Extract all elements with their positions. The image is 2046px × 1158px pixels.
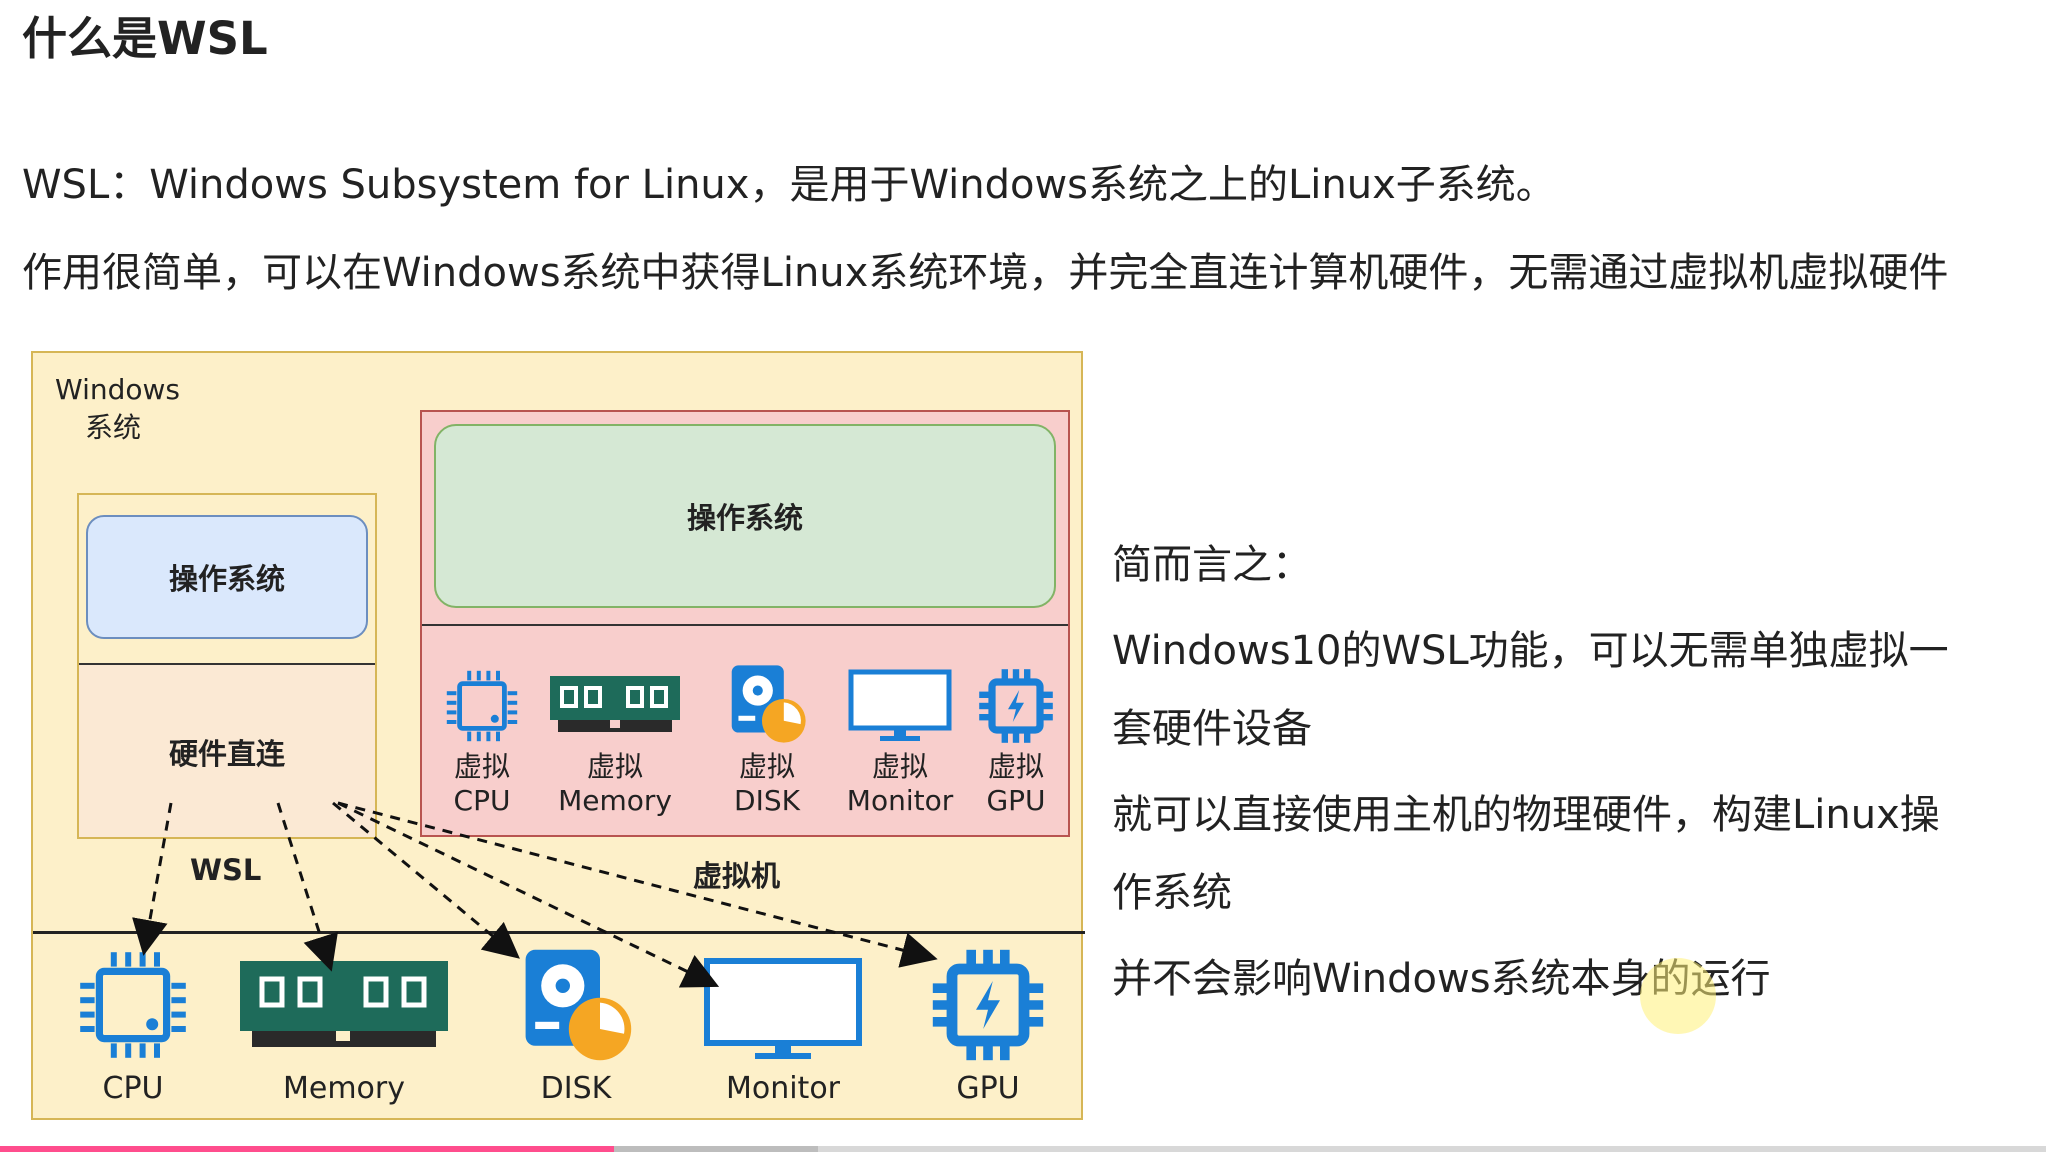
windows-system-box: Windows 系统 操作系统 硬件直连 WSL 操作系统 xyxy=(31,351,1085,1120)
disk-icon xyxy=(525,949,632,1061)
page-title: 什么是WSL xyxy=(22,12,268,65)
virtual-monitor-label-line2: Monitor xyxy=(846,784,954,817)
disk-icon xyxy=(731,665,806,743)
summary-line4: 作系统 xyxy=(1112,870,1232,916)
virtual-memory-label-line1: 虚拟 xyxy=(586,750,643,783)
wsl-os-section: 操作系统 xyxy=(79,495,375,665)
monitor-icon xyxy=(704,958,862,1059)
windows-system-label: Windows 系统 xyxy=(55,371,180,447)
wsl-box: 操作系统 硬件直连 xyxy=(77,493,377,839)
virtual-cpu-label-line2: CPU xyxy=(453,784,511,817)
virtual-gpu: 虚拟 GPU xyxy=(956,666,1076,818)
arrow-to-disk xyxy=(332,801,520,959)
vm-os-box: 操作系统 xyxy=(434,424,1056,608)
gpu-icon xyxy=(932,949,1044,1061)
cursor-highlight xyxy=(1640,958,1716,1034)
hardware-disk-label: DISK xyxy=(540,1071,612,1106)
virtual-memory: 虚拟 Memory xyxy=(540,666,690,818)
virtual-disk-label-line2: DISK xyxy=(734,784,800,817)
virtual-machine-box: 操作系统 虚拟 CPU xyxy=(420,410,1070,837)
virtual-cpu: 虚拟 CPU xyxy=(422,666,542,818)
virtual-monitor: 虚拟 Monitor xyxy=(830,666,970,818)
wsl-label: WSL xyxy=(190,853,262,887)
hardware-gpu: GPU xyxy=(928,945,1048,1106)
video-progress-fill xyxy=(0,1146,614,1152)
arrow-to-monitor xyxy=(337,801,720,988)
summary-line5: 并不会影响Windows系统本身的运行 xyxy=(1112,956,1771,1002)
memory-icon xyxy=(550,676,680,732)
cpu-icon xyxy=(80,952,186,1058)
hardware-memory: Memory xyxy=(238,945,450,1106)
virtual-gpu-label-line1: 虚拟 xyxy=(987,750,1044,783)
virtual-gpu-label-line2: GPU xyxy=(986,784,1046,817)
summary-section: 简而言之： Windows10的WSL功能，可以无需单独虚拟一 套硬件设备 就可… xyxy=(1112,526,2012,1018)
virtual-monitor-label-line1: 虚拟 xyxy=(871,750,928,783)
summary-heading: 简而言之： xyxy=(1112,542,1312,588)
hardware-monitor-label: Monitor xyxy=(725,1071,841,1106)
virtual-machine-label: 虚拟机 xyxy=(693,859,781,893)
vm-os-section: 操作系统 xyxy=(422,412,1068,626)
wsl-os-box: 操作系统 xyxy=(86,515,368,639)
arrow-to-cpu xyxy=(132,802,173,956)
hardware-monitor: Monitor xyxy=(703,945,863,1106)
hardware-direct-label: 硬件直连 xyxy=(168,737,285,771)
wsl-purpose-text: 作用很简单，可以在Windows系统中获得Linux系统环境，并完全直连计算机硬… xyxy=(22,250,1949,296)
virtual-disk-label-line1: 虚拟 xyxy=(738,750,795,783)
hardware-cpu: CPU xyxy=(73,945,193,1106)
hardware-divider xyxy=(33,931,1085,934)
wsl-architecture-diagram: Windows 系统 操作系统 硬件直连 WSL 操作系统 xyxy=(31,351,1087,1122)
monitor-icon xyxy=(848,669,952,741)
hardware-memory-label: Memory xyxy=(282,1071,405,1106)
hardware-gpu-label: GPU xyxy=(956,1071,1020,1106)
hardware-disk: DISK xyxy=(511,945,641,1106)
video-progress-bar[interactable] xyxy=(0,1146,2046,1152)
windows-label-line1: Windows xyxy=(55,373,180,406)
summary-line2: 套硬件设备 xyxy=(1112,706,1312,752)
arrow-to-gpu xyxy=(337,801,938,968)
virtual-cpu-label-line1: 虚拟 xyxy=(453,750,510,783)
direct-connection-arrows xyxy=(132,801,938,988)
summary-line3: 就可以直接使用主机的物理硬件，构建Linux操 xyxy=(1112,792,1940,838)
wsl-definition-text: WSL：Windows Subsystem for Linux，是用于Windo… xyxy=(22,162,1556,208)
memory-icon xyxy=(240,961,448,1047)
hardware-cpu-label: CPU xyxy=(102,1071,164,1106)
arrow-to-memory xyxy=(276,802,338,972)
windows-label-line2: 系统 xyxy=(85,411,142,444)
virtual-disk: 虚拟 DISK xyxy=(707,662,827,818)
summary-line1: Windows10的WSL功能，可以无需单独虚拟一 xyxy=(1112,628,1949,674)
cpu-icon xyxy=(446,670,518,742)
virtual-memory-label-line2: Memory xyxy=(558,784,672,817)
gpu-icon xyxy=(979,669,1053,743)
